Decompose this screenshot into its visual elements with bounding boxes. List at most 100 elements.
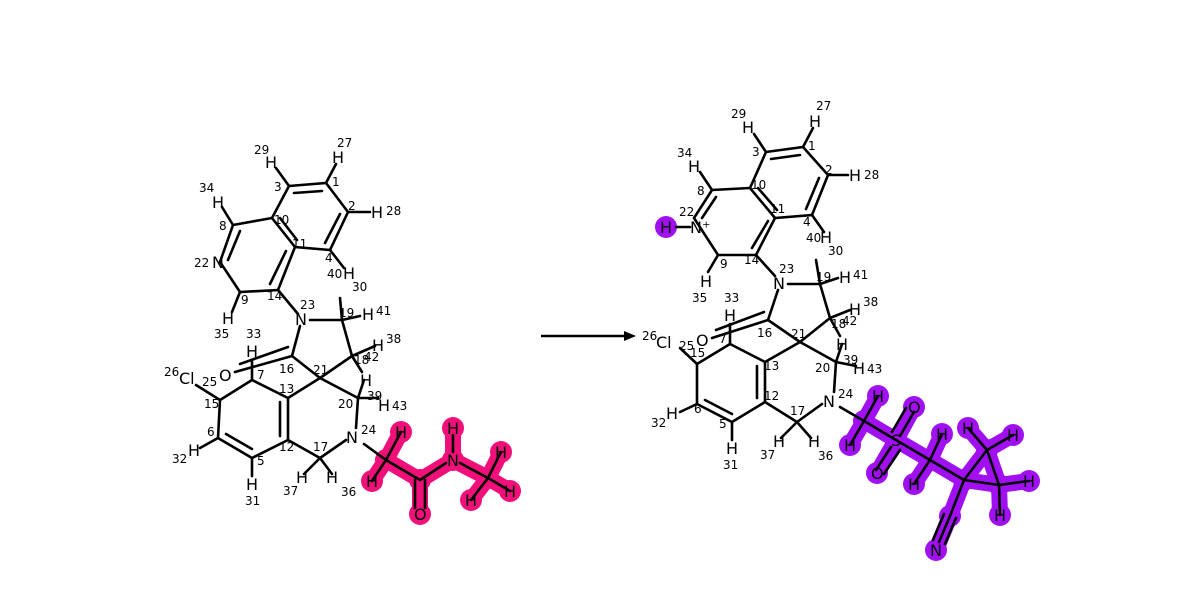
r-atom-h41: H <box>362 305 374 324</box>
r-num-13: 13 <box>279 382 294 396</box>
p-num-6: 6 <box>694 402 702 416</box>
r-atom-h32: H <box>188 441 200 460</box>
r-num-11: 11 <box>292 237 307 251</box>
r-grp-n-amide: N <box>447 451 459 470</box>
p-num-2: 2 <box>825 163 833 177</box>
p-num-4: 4 <box>803 215 811 229</box>
p-atom-h31: H <box>726 439 738 458</box>
p-atom-h41: H <box>839 268 851 287</box>
r-grp-h4: H <box>495 443 507 462</box>
r-num-16: 16 <box>279 362 294 376</box>
p-atom-h34: H <box>688 157 700 176</box>
p-index-37: 37 <box>760 448 775 462</box>
r-atom-o-lactam: O <box>219 366 232 385</box>
p-index-40: 40 <box>806 231 821 245</box>
p-atom-h38: H <box>849 300 861 319</box>
product-labels: H 27 H 29 H 34 H 28 N⁺ 22 H 40 H 35 N 23… <box>642 99 1035 560</box>
r-num-18: 18 <box>354 353 369 367</box>
r-num-30: 30 <box>352 280 367 294</box>
p-atom-h35: H <box>700 272 712 291</box>
r-index-36: 36 <box>341 485 356 499</box>
r-index-31: 31 <box>245 494 260 508</box>
r-grp-h2: H <box>366 472 378 491</box>
r-num-5: 5 <box>257 454 265 468</box>
p-index-24: 24 <box>838 387 853 401</box>
p-num-15: 15 <box>690 346 705 360</box>
r-index-27: 27 <box>337 136 352 150</box>
r-num-12: 12 <box>279 440 294 454</box>
p-num-17: 17 <box>790 404 805 418</box>
r-grp-h3: H <box>447 419 459 438</box>
r-atom-h29: H <box>265 153 277 172</box>
r-index-40: 40 <box>327 267 342 281</box>
reactant-bonds <box>194 162 512 510</box>
reactant-labels: H 27 H 29 H 34 H 28 N 22 H 40 H 35 N 23 … <box>164 136 516 524</box>
product-bonds <box>674 126 1031 546</box>
p-atom-h37: H <box>773 432 785 451</box>
p-index-22: 22 <box>679 205 694 219</box>
r-atom-h40: H <box>343 264 355 283</box>
r-atom-h43: H <box>378 396 390 415</box>
r-index-34: 34 <box>199 181 214 195</box>
p-index-35: 35 <box>692 291 707 305</box>
r-num-1: 1 <box>332 175 340 189</box>
p-num-7: 7 <box>719 332 727 346</box>
r-num-8: 8 <box>219 219 227 233</box>
r-index-38: 38 <box>386 332 401 346</box>
r-index-22: 22 <box>194 256 209 270</box>
p-index-38: 38 <box>863 295 878 309</box>
p-num-21: 21 <box>791 327 806 341</box>
r-num-20: 20 <box>338 397 353 411</box>
p-num-16: 16 <box>757 326 772 340</box>
product-molecule: H 27 H 29 H 34 H 28 N⁺ 22 H 40 H 35 N 23… <box>642 99 1040 561</box>
p-num-14: 14 <box>744 253 759 267</box>
p-index-26: 26 <box>642 329 657 343</box>
r-num-15: 15 <box>204 397 219 411</box>
reactant-molecule: H 27 H 29 H 34 H 28 N 22 H 40 H 35 N 23 … <box>164 136 521 525</box>
r-index-37: 37 <box>283 484 298 498</box>
p-num-10: 10 <box>751 178 766 192</box>
r-grp-h6: H <box>465 491 477 510</box>
p-index-23: 23 <box>779 262 794 276</box>
p-num-3: 3 <box>752 145 760 159</box>
p-num-9: 9 <box>720 257 728 271</box>
r-atom-h38: H <box>372 336 384 355</box>
r-num-7: 7 <box>257 368 265 382</box>
r-num-42: 42 <box>364 350 379 364</box>
p-atom-h39: H <box>836 335 848 354</box>
r-atom-cl26: Cl <box>179 369 195 388</box>
r-grp-h5: H <box>504 482 516 501</box>
p-num-25: 25 <box>679 339 694 353</box>
p-grp-n-nitrile: N <box>930 541 942 560</box>
p-atom-n22: N⁺ <box>690 218 710 237</box>
r-atom-h34: H <box>212 193 224 212</box>
r-index-24: 24 <box>361 423 376 437</box>
r-num-17: 17 <box>313 440 328 454</box>
p-grp-o1: O <box>908 398 921 417</box>
r-index-35: 35 <box>214 327 229 341</box>
p-num-1: 1 <box>808 139 816 153</box>
r-atom-h37: H <box>296 468 308 487</box>
r-num-6: 6 <box>207 425 215 439</box>
r-index-23: 23 <box>300 298 315 312</box>
r-num-25: 25 <box>202 375 217 389</box>
p-index-33: 33 <box>724 291 739 305</box>
p-grp-s: S <box>891 431 901 450</box>
r-num-3: 3 <box>274 180 282 194</box>
p-grp-h-ch2b: H <box>844 436 856 455</box>
p-atom-h32: H <box>666 404 678 423</box>
r-atom-n23: N <box>295 310 307 329</box>
r-num-2: 2 <box>348 199 356 213</box>
reactant-highlight <box>361 417 521 525</box>
r-atom-h27: H <box>332 148 344 167</box>
p-atom-h33: H <box>724 306 736 325</box>
r-index-29: 29 <box>254 143 269 157</box>
r-atom-n24: N <box>346 428 358 447</box>
p-index-32: 32 <box>651 416 666 430</box>
p-grp-o2: O <box>871 464 884 483</box>
r-atom-h35: H <box>222 309 234 328</box>
r-atom-h28: H <box>371 203 383 222</box>
p-index-41: 41 <box>853 268 868 282</box>
p-grp-h-ch2a: H <box>872 387 884 406</box>
